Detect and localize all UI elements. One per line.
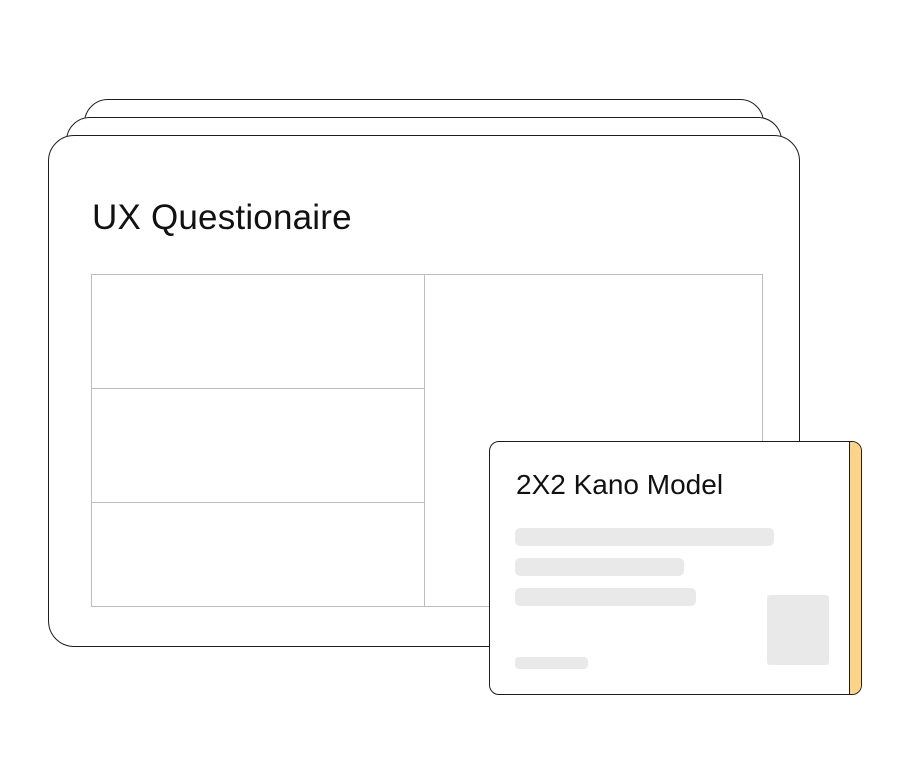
text-placeholder-line <box>515 528 774 546</box>
kano-model-title: 2X2 Kano Model <box>516 469 724 500</box>
kano-model-card[interactable]: 2X2 Kano Model <box>489 441 862 695</box>
card-accent-stripe <box>849 442 861 694</box>
grid-cell <box>92 503 424 606</box>
grid-left-column <box>92 275 425 606</box>
text-placeholder-line <box>515 558 684 576</box>
grid-cell <box>92 275 424 389</box>
questionnaire-title: UX Questionaire <box>92 198 352 237</box>
questionnaire-grid <box>91 274 763 607</box>
footer-placeholder-line <box>515 657 588 669</box>
thumbnail-placeholder <box>767 595 829 665</box>
text-placeholder-line <box>515 588 696 606</box>
grid-cell <box>92 389 424 503</box>
